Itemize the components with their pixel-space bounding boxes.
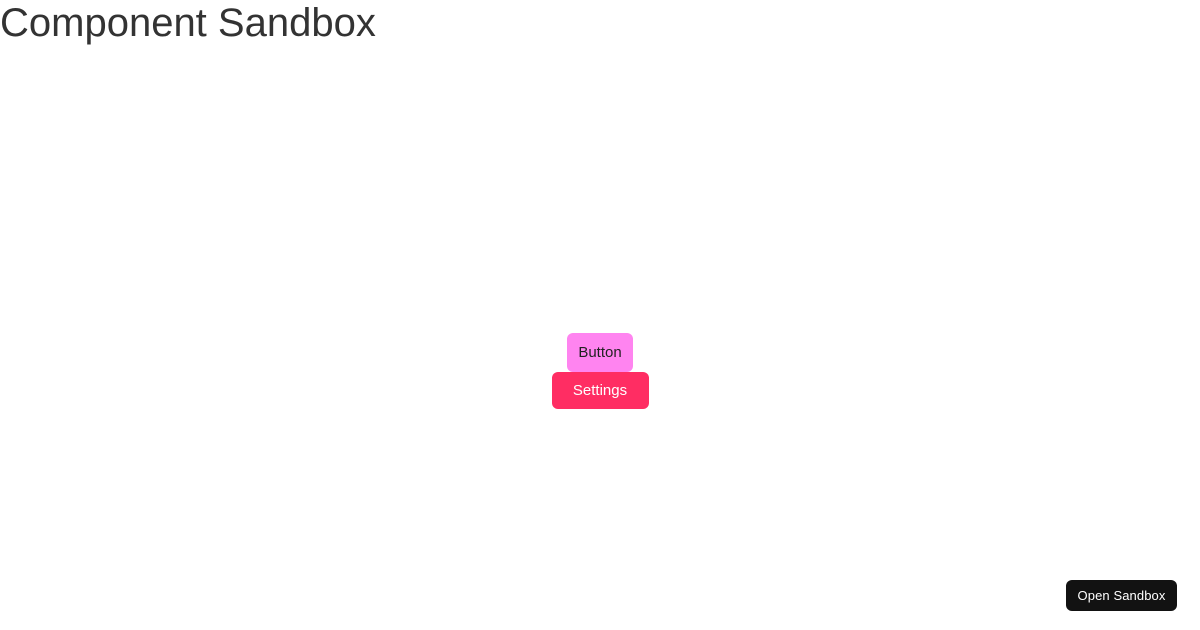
settings-button[interactable]: Settings xyxy=(551,372,649,409)
component-preview-area: Button Settings xyxy=(0,333,1200,409)
open-sandbox-button[interactable]: Open Sandbox xyxy=(1066,580,1177,611)
page-title: Component Sandbox xyxy=(0,1,376,45)
plain-button[interactable]: Button xyxy=(567,333,633,372)
